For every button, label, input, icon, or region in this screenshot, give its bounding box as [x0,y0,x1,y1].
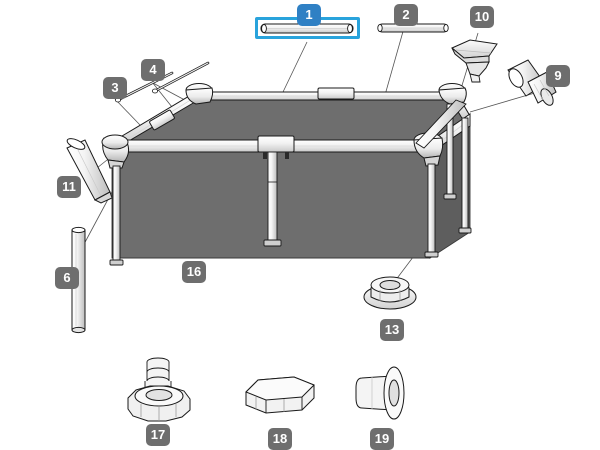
callout-badge-4[interactable]: 4 [141,59,165,81]
corner-joint-front-left [101,134,130,169]
leg-front-right [424,163,439,258]
callout-badge-9[interactable]: 9 [546,65,570,87]
frame-rail-back-long [195,87,457,101]
callout-badge-10[interactable]: 10 [470,6,494,28]
callout-badge-11[interactable]: 11 [57,176,81,198]
leg-front-left [109,165,124,266]
part-1-long-top-rail [260,23,354,34]
callout-badge-19[interactable]: 19 [370,428,394,450]
brace-right-diagonal [415,99,467,149]
corner-joint-back-left [185,83,214,105]
part-4-pin-rod [151,61,210,94]
callout-badge-3[interactable]: 3 [103,77,127,99]
leg-back-right-inner [443,103,457,200]
callout-badge-18[interactable]: 18 [268,428,292,450]
part-10-corner-cap [451,39,498,83]
callout-badge-2[interactable]: 2 [394,4,418,26]
callout-badge-16[interactable]: 16 [182,261,206,283]
part-13-foot-flange [363,276,417,310]
callout-badge-6[interactable]: 6 [55,267,79,289]
part-17-drain-valve-fitting [127,357,191,422]
corner-joint-back-right [438,83,467,105]
part-6-vertical-leg-tube [71,226,86,334]
part-18-octagonal-cover-cap [245,376,315,414]
leg-center-front [263,151,282,247]
callout-badge-1[interactable]: 1 [297,4,321,26]
part-19-flanged-plug [355,366,405,420]
callout-badge-13[interactable]: 13 [380,319,404,341]
part-11-angled-brace-tube [66,138,113,204]
leg-back-right-outer [458,117,472,234]
callout-badge-17[interactable]: 17 [146,424,170,446]
